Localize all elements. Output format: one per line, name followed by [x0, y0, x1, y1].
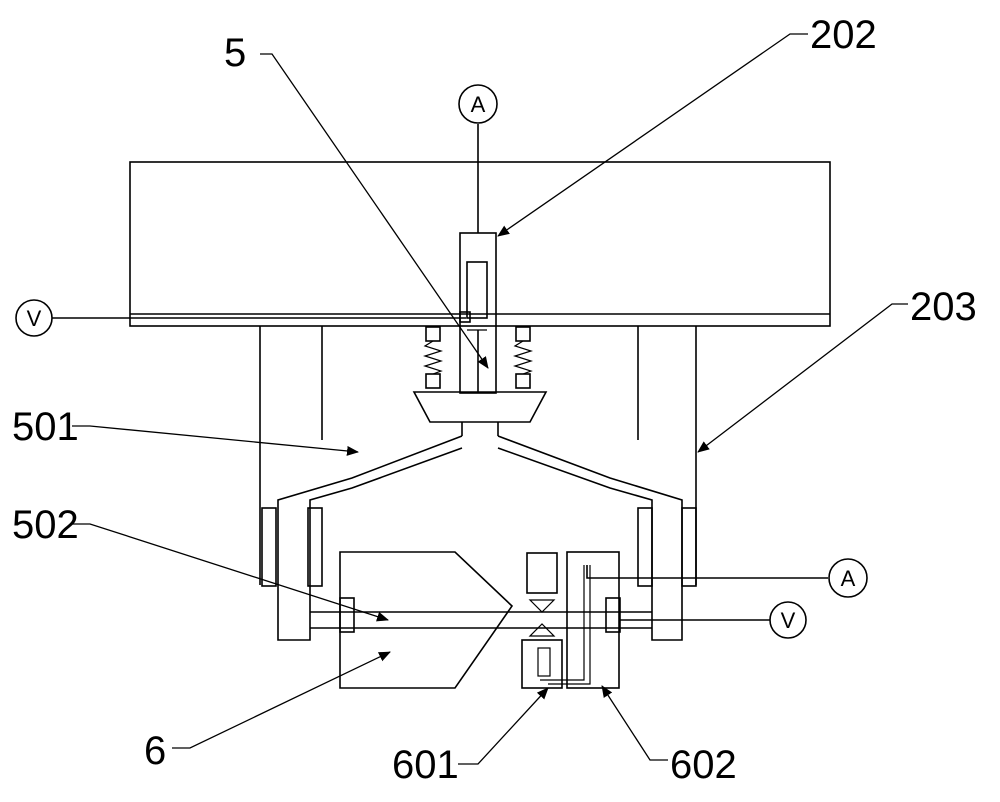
spring-right	[512, 326, 534, 389]
terminal-a-top-label: A	[471, 92, 486, 117]
label-502: 502	[12, 503, 79, 547]
label-202: 202	[810, 13, 877, 57]
block-6	[339, 551, 514, 689]
branch-pipe-left	[277, 435, 463, 641]
wire-v-left	[52, 311, 471, 323]
central-cylinder	[459, 232, 497, 394]
terminal-v-right-label: V	[781, 608, 796, 633]
label-6: 6	[144, 729, 166, 773]
spring-left	[422, 326, 444, 389]
funnel-head	[412, 391, 548, 436]
terminal-v-left: V	[15, 299, 53, 337]
branch-pipe-right	[497, 435, 683, 641]
valve-601	[521, 552, 563, 689]
leader-lines	[72, 33, 908, 765]
right-support	[637, 326, 697, 587]
terminal-v-right: V	[769, 601, 807, 639]
label-501: 501	[12, 405, 79, 449]
label-203: 203	[910, 285, 977, 329]
reference-labels: 5 202 203 501 502 6 601 602	[12, 13, 977, 787]
terminal-a-right-label: A	[841, 566, 856, 591]
label-5: 5	[224, 31, 246, 75]
wire-a-right	[586, 565, 828, 579]
top-plate	[129, 161, 831, 327]
label-601: 601	[392, 743, 459, 787]
terminal-a-top: A	[458, 84, 498, 124]
label-602: 602	[670, 743, 737, 787]
left-support	[259, 326, 323, 587]
valve-body-602	[540, 551, 620, 689]
terminal-a-right: A	[828, 558, 868, 598]
terminal-v-left-label: V	[27, 306, 42, 331]
horizontal-shaft	[310, 597, 652, 633]
